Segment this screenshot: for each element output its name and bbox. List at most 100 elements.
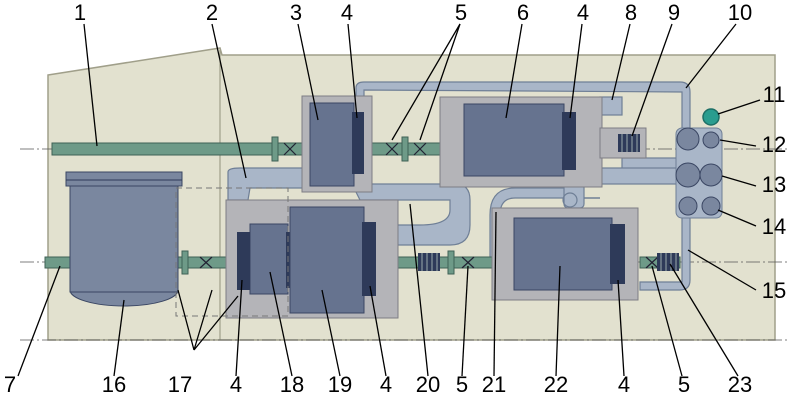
leader-6 [505, 23, 523, 119]
label-10: 10 [728, 0, 752, 25]
leader-5a2 [419, 23, 461, 141]
valve-11 [702, 108, 720, 126]
coupling-4-a [352, 112, 364, 174]
label-5-a: 5 [455, 0, 467, 25]
valve-14-left [678, 196, 698, 216]
machine-6-body [463, 103, 565, 177]
label-4-c: 4 [230, 372, 242, 397]
leader-10 [685, 23, 737, 89]
coupling-4-e [610, 224, 625, 284]
label-12: 12 [762, 132, 786, 157]
leader-17a [177, 289, 195, 351]
machine-19-body [289, 206, 365, 314]
label-9: 9 [668, 0, 680, 25]
coupling-4-c [237, 232, 250, 290]
label-22: 22 [544, 372, 568, 397]
leader-12 [719, 139, 757, 147]
leader-9 [631, 23, 673, 137]
label-7: 7 [4, 372, 16, 397]
valve-cluster [675, 108, 723, 219]
machine-3 [301, 95, 373, 193]
leader-18 [269, 271, 293, 377]
flange-upper [271, 136, 279, 162]
leader-4a [347, 23, 358, 119]
label-1: 1 [74, 0, 86, 25]
label-18: 18 [280, 372, 304, 397]
label-4-e: 4 [618, 372, 630, 397]
leader-14 [717, 209, 757, 227]
valve-12-right [702, 131, 720, 149]
label-23: 23 [728, 372, 752, 397]
pipe-right-lower [599, 167, 681, 185]
pipe-8 [599, 96, 623, 116]
label-6: 6 [517, 0, 529, 25]
machine-18-body [249, 223, 289, 295]
number-labels: 1 2 3 4 5 6 4 8 9 10 11 12 13 14 15 7 16… [4, 0, 786, 397]
gear-unit-23 [657, 253, 679, 271]
duct-upper-left [227, 167, 306, 201]
gear-unit-lower-mid [418, 253, 440, 271]
label-5-b: 5 [456, 372, 468, 397]
leader-8 [611, 23, 631, 101]
leader-13 [721, 175, 757, 187]
machine-group-18-19 [175, 187, 399, 319]
label-13: 13 [762, 172, 786, 197]
machine-6 [439, 96, 647, 188]
machine-22-body [513, 217, 613, 291]
coupling-18-19 [286, 232, 292, 288]
piping [227, 81, 691, 291]
leader-21 [493, 211, 497, 377]
propeller-shaft-upper [51, 142, 303, 156]
valve-12-left [676, 127, 700, 151]
leader-20 [409, 203, 429, 377]
gearbox-16-body [69, 179, 179, 293]
label-15: 15 [762, 278, 786, 303]
machine-22 [491, 207, 639, 301]
leader-23 [669, 263, 739, 377]
leader-5c [651, 265, 683, 377]
label-17: 17 [168, 372, 192, 397]
gearbox-16-top-flange [65, 171, 183, 187]
leader-17c [193, 295, 239, 351]
label-4-d: 4 [380, 372, 392, 397]
valve-13-right [699, 163, 723, 187]
label-11: 11 [763, 82, 786, 107]
label-19: 19 [328, 372, 352, 397]
label-4-b: 4 [577, 0, 589, 25]
leader-4c [235, 279, 243, 377]
gear-unit-9 [618, 134, 640, 152]
leader-16 [113, 299, 125, 377]
flange-lower-mid [447, 250, 455, 275]
leader-11 [717, 99, 761, 115]
leader-17b [193, 289, 213, 351]
leader-22 [555, 265, 561, 377]
flexible-coupling-lower [199, 256, 659, 269]
pipe-top-return [355, 81, 691, 291]
leader-19 [321, 289, 341, 377]
flange-upper-mid [401, 136, 409, 162]
label-14: 14 [762, 214, 786, 239]
leader-4d [369, 285, 387, 377]
valve-13-left [675, 162, 701, 188]
leader-7 [17, 265, 61, 377]
leader-15 [687, 249, 757, 291]
leader-4b [569, 23, 583, 119]
leader-3 [297, 23, 319, 121]
leader-4e [617, 279, 625, 377]
gearbox-16 [65, 171, 183, 307]
dashed-outline-17 [175, 187, 289, 317]
leader-lines [17, 23, 761, 377]
label-8: 8 [625, 0, 637, 25]
coupling-4-b [562, 112, 576, 170]
label-4-a: 4 [341, 0, 353, 25]
valve-14-right [701, 196, 721, 216]
fitting-ring [562, 192, 578, 208]
label-21: 21 [482, 372, 506, 397]
leader-1 [83, 23, 98, 147]
leader-5b [461, 265, 469, 377]
label-16: 16 [102, 372, 126, 397]
label-2: 2 [206, 0, 218, 25]
coupling-4-d [362, 222, 376, 296]
label-3: 3 [290, 0, 302, 25]
